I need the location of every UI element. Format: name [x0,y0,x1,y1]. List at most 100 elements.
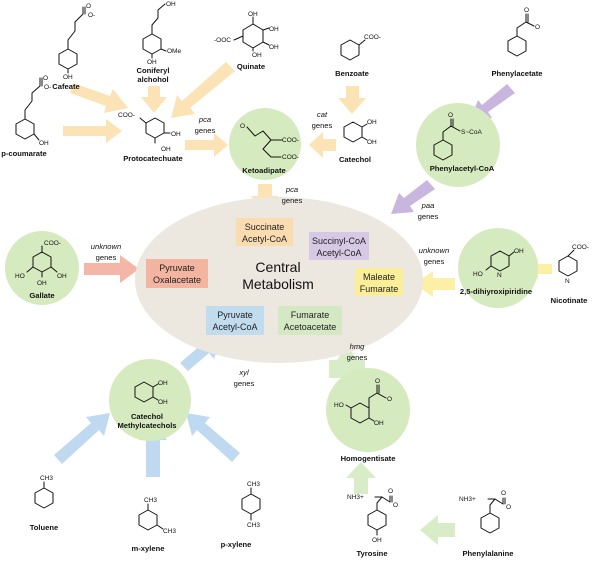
box-pyruvate-ac-line2: Acetyl-CoA [212,322,257,332]
gallate-ho: HO [15,273,25,280]
dihydroxypyridine-structure: HO OH N [473,248,524,279]
box-succinate-line1: Succinate [245,222,285,232]
tyrosine-o: O [393,502,398,509]
genes-unknown-1: unknown [91,242,121,251]
phenylacetate-o-minus: O [535,24,540,31]
gallate-circle [5,231,79,305]
ketoadipate-coo-bottom: COO- [282,154,299,161]
quinate-structure: -OOC OH OH OH OH [214,11,279,59]
genes-pca-1-name: pca [198,115,211,124]
coniferyl-ome: OMe [167,48,181,55]
compound-homogentisate: Homogentisate [341,454,396,463]
tyrosine-nh3: NH3+ [347,494,364,501]
ketoadipate-structure: O COO- COO- [240,123,299,161]
pcoumarate-structure: O O- OH [15,75,51,147]
phenylacetylcoa-structure: O S~CoA [433,112,482,161]
catechol-methyl-oh-2: OH [158,399,168,406]
compound-protocatechuate: Protocatechuate [123,154,183,163]
compound-toluene: Toluene [30,523,59,532]
phenylalanine-nh3: NH3+ [459,496,476,503]
mxylene-structure: CH3 CH3 [138,497,176,535]
genes-pca-1: pca [198,115,211,124]
arrow-protocatechuate-to-ketoadipate [185,133,228,157]
phenylalanine-structure: NH3+ O O [459,490,511,534]
mxylene-ch3-2: CH3 [163,528,176,535]
arrow-coniferyl-to-protocatechuate [141,86,167,113]
gallate-coo: COO- [44,240,61,247]
central-metabolism-title-1: Central [255,259,300,275]
tyrosine-structure: NH3+ O O OH [347,488,398,544]
toluene-structure: CH3 [34,475,54,509]
tyrosine-oh: OH [372,537,382,544]
genes-unknown-2-word: genes [424,257,445,266]
genes-pca-1-word: genes [195,126,216,135]
genes-cat: cat [317,110,328,119]
pxylene-ch3-top: CH3 [247,481,260,488]
compound-cafeate: Cafeate [52,82,79,91]
arrow-benzoate-to-catechol [338,86,366,114]
pathway-arrows [54,62,552,545]
dihydroxypyridine-oh: OH [514,248,524,255]
box-pyruvate-ac-bg [206,306,264,335]
compound-catechol: Catechol [339,155,371,164]
box-pyruvate-ac-line1: Pyruvate [217,310,253,320]
genes-pca-2-name: pca [285,185,298,194]
homogentisate-oh: OH [374,420,384,427]
pcoumarate-o: O [43,75,48,82]
compound-quinate: Quinate [237,62,265,71]
phenylacetylcoa-o: O [448,112,453,119]
box-succinylcoa-bg [309,232,369,260]
arrow-pcoumarate-to-protocatechuate [63,119,122,143]
box-succinylcoa-line1: Succinyl-CoA [312,236,366,246]
homogentisate-o: O [375,378,380,385]
genes-pca-2-word: genes [282,196,303,205]
phenylacetylcoa-circle [416,103,500,187]
box-succinylcoa-acetylcoa: Succinyl-CoA Acetyl-CoA [309,232,369,260]
box-succinate-line2: Acetyl-CoA [242,234,287,244]
box-fumarate-bg [278,306,342,335]
homogentisate-o-minus: O [387,396,392,403]
gallate-structure: COO- HO OH OH [15,240,67,287]
box-fumarate-line1: Fumarate [291,310,330,320]
box-fumarate-acetoacetate: Fumarate Acetoacetate [278,306,342,335]
arrow-gallate-to-center [84,255,139,283]
arrow-catechol-to-ketoadipate [309,132,336,158]
cafeate-o-top: O [86,3,91,10]
genes-cat-name: cat [317,110,328,119]
arrow-phenylalanine-to-tyrosine [420,515,455,545]
genes-cat-word: genes [312,121,333,130]
compound-benzoate: Benzoate [335,69,369,78]
arrow-quinate-to-protocatechuate [171,62,235,118]
box-succinate-bg [236,218,293,246]
arrow-pxylene-to-catechol-methyl [186,413,240,462]
compound-catechol-methyl-1: Catechol [131,412,163,421]
benzoate-structure: COO- [340,34,381,61]
box-pyruvate-ox-line1: Pyruvate [159,263,195,273]
compound-tyrosine: Tyrosine [356,549,387,558]
catechol-methyl-circle [109,359,191,441]
arrow-toluene-to-catechol-methyl [54,413,110,464]
coniferyl-oh-bottom: OH [147,59,157,66]
coniferyl-oh-top: OH [166,1,176,8]
genes-xyl-name: xyl [238,368,249,377]
benzoate-coo: COO- [364,34,381,41]
nicotinate-coo: COO- [572,244,589,251]
protocatechuate-oh-right: OH [171,131,181,138]
compound-phenylacetylcoa: Phenylacetyl-CoA [430,164,495,173]
toluene-ch3: CH3 [40,475,53,482]
genes-pca-2: pca [285,185,298,194]
phenylacetylcoa-scoa: S~CoA [461,129,482,136]
genes-labels: pca genes cat genes pca genes paa genes … [91,110,449,388]
compound-catechol-methyl-2: Methylcatechols [117,421,176,430]
genes-unknown-2-name: unknown [419,246,449,255]
catechol-oh-1: OH [367,119,377,126]
ketoadipate-o: O [240,123,245,130]
ketoadipate-coo-top: COO- [282,137,299,144]
box-fumarate-line2: Acetoacetate [284,322,337,332]
cafeate-o-minus: O- [88,12,95,19]
box-succinate-acetylcoa: Succinate Acetyl-CoA [236,218,293,246]
box-maleate-fumarate: Maleate Fumarate [355,268,403,296]
dihydroxypyridine-n: N [497,272,502,279]
arrow-tyrosine-to-homogentisate [346,462,376,494]
